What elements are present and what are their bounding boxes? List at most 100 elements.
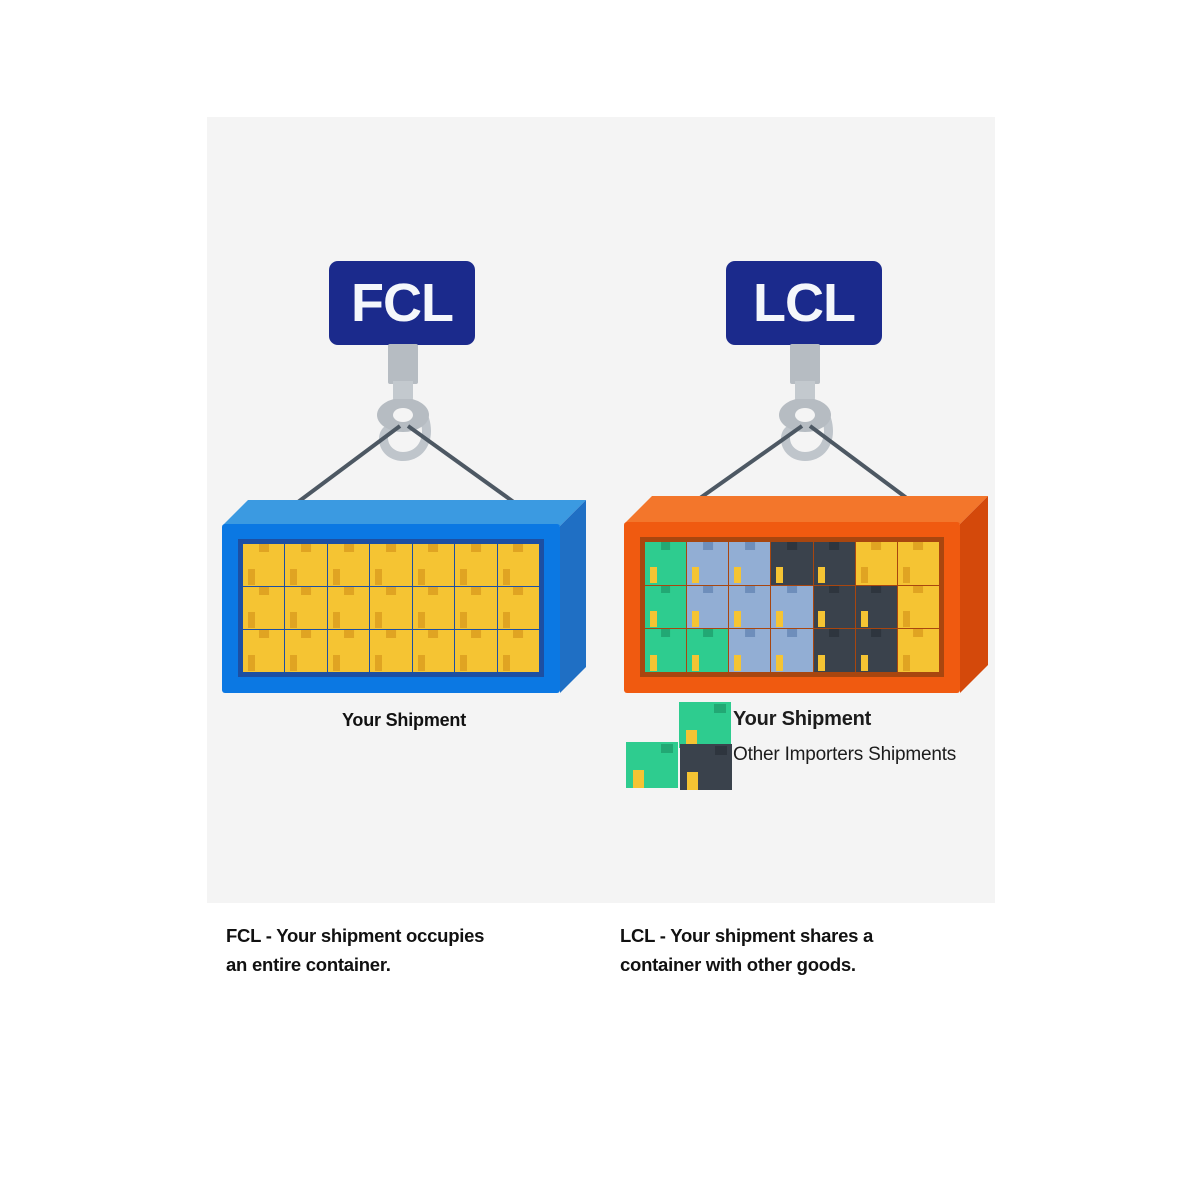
cargo-box-top-tab: [513, 630, 524, 638]
cargo-box-side-tab: [502, 568, 510, 585]
cargo-box: [897, 585, 939, 629]
cargo-box-top-tab: [660, 585, 671, 594]
cargo-box-top-tab: [913, 585, 924, 594]
cargo-box-side-tab: [502, 654, 510, 671]
cargo-box: [455, 544, 497, 586]
cargo-box-side-tab: [734, 654, 742, 671]
cargo-box-side-tab: [692, 567, 700, 584]
cargo-box-side-tab: [332, 654, 340, 671]
cargo-box-side-tab: [460, 654, 468, 671]
legend-swatch-other-green: [626, 742, 678, 788]
cargo-box: [855, 629, 897, 672]
cargo-box: [370, 630, 412, 672]
cargo-box-top-tab: [660, 542, 671, 550]
cargo-box: [243, 587, 285, 629]
cargo-box-side-tab: [860, 567, 868, 584]
cargo-box-side-tab: [902, 610, 910, 628]
fcl-lifting-cables-icon: [288, 424, 524, 510]
cargo-box: [687, 542, 729, 585]
cargo-box: [771, 585, 813, 629]
fcl-hook-block-icon: [388, 344, 418, 384]
cargo-box: [645, 542, 687, 585]
cargo-box-side-tab: [776, 654, 784, 671]
cargo-box-top-tab: [702, 542, 713, 550]
cargo-box: [729, 542, 771, 585]
cargo-box-side-tab: [247, 654, 255, 671]
cargo-box-top-tab: [301, 630, 312, 638]
cargo-box: [327, 630, 370, 672]
cargo-box-top-tab: [871, 585, 882, 594]
legend-swatch-your-shipment: [679, 702, 731, 748]
cargo-box-side-tab: [649, 567, 657, 584]
cargo-box-top-tab: [702, 629, 713, 637]
cargo-box: [243, 544, 285, 586]
fcl-hook-icon: [377, 399, 431, 461]
lcl-container: [624, 491, 988, 695]
cargo-box-side-tab: [692, 654, 700, 671]
cargo-box-side-tab: [375, 568, 383, 585]
cargo-box-top-tab: [258, 587, 269, 595]
lcl-sign: LCL: [726, 261, 882, 345]
cargo-box-side-tab: [734, 610, 742, 628]
cargo-box-top-tab: [702, 585, 713, 594]
cargo-box: [897, 542, 939, 585]
cargo-box: [285, 544, 327, 586]
cargo-box-top-tab: [343, 630, 354, 638]
cargo-box: [687, 629, 729, 672]
cargo-box-top-tab: [513, 544, 524, 552]
cargo-box: [771, 542, 813, 585]
cargo-box: [729, 629, 771, 672]
cargo-box: [412, 544, 455, 586]
cargo-box: [497, 587, 539, 629]
cargo-box-top-tab: [787, 585, 797, 594]
cargo-box-side-tab: [818, 567, 826, 584]
cargo-box: [327, 587, 370, 629]
cargo-box-side-tab: [417, 654, 425, 671]
cargo-box: [771, 629, 813, 672]
fcl-caption: FCL - Your shipment occupies an entire c…: [226, 925, 485, 975]
lcl-hook-block-icon: [790, 344, 820, 384]
cargo-box-top-tab: [470, 587, 481, 595]
lcl-sign-label: LCL: [753, 273, 856, 333]
cargo-box-side-tab: [776, 610, 784, 628]
cargo-box: [645, 585, 687, 629]
cargo-box-top-tab: [428, 587, 439, 595]
cargo-box: [855, 542, 897, 585]
cargo-box-top-tab: [470, 630, 481, 638]
cargo-box-top-tab: [744, 542, 755, 550]
cargo-box: [497, 544, 539, 586]
lcl-legend: Your Shipment Other Importers Shipments: [620, 700, 1000, 790]
cargo-box-top-tab: [913, 542, 924, 550]
cargo-box-side-tab: [649, 654, 657, 671]
cargo-box-side-tab: [860, 610, 868, 628]
cargo-box-side-tab: [460, 611, 468, 628]
cargo-box-top-tab: [871, 542, 882, 550]
fcl-shipment-label: Your Shipment: [341, 710, 467, 730]
legend-label-your-shipment: Your Shipment: [733, 708, 872, 730]
fcl-sign-label: FCL: [351, 273, 454, 333]
cargo-box: [455, 587, 497, 629]
cargo-box-side-tab: [375, 654, 383, 671]
cargo-box-side-tab: [375, 611, 383, 628]
legend-label-other-shipments: Other Importers Shipments: [733, 744, 957, 765]
fcl-sign: FCL: [329, 261, 475, 345]
lcl-caption: LCL - Your shipment shares a container w…: [620, 925, 874, 975]
cargo-box-top-tab: [428, 544, 439, 552]
cargo-box-top-tab: [744, 585, 755, 594]
cargo-box-top-tab: [744, 629, 755, 637]
cargo-box-top-tab: [428, 630, 439, 638]
cargo-box: [370, 544, 412, 586]
cargo-box-side-tab: [332, 568, 340, 585]
cargo-box: [497, 630, 539, 672]
cargo-box: [729, 585, 771, 629]
cargo-box-top-tab: [301, 544, 312, 552]
cargo-box-top-tab: [386, 630, 396, 638]
cargo-box: [897, 629, 939, 672]
cargo-box-side-tab: [332, 611, 340, 628]
cargo-box-side-tab: [460, 568, 468, 585]
cargo-box: [813, 629, 855, 672]
cargo-box: [455, 630, 497, 672]
cargo-box-side-tab: [776, 567, 784, 584]
cargo-box: [412, 587, 455, 629]
